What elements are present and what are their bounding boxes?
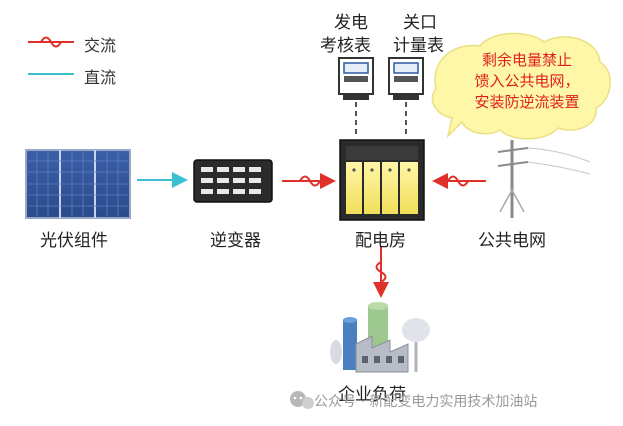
inverter-label: 逆变器 [210, 231, 261, 251]
distribution-room-label: 配电房 [355, 231, 406, 251]
generation-meter-icon [338, 57, 374, 100]
ac-connection-grid-distribution [432, 173, 486, 189]
pv-modules-label: 光伏组件 [40, 231, 108, 251]
callout-bubble [431, 32, 611, 140]
ac-connection-distribution-load [373, 246, 389, 298]
generation-meter-label-line1: 发电 [334, 13, 368, 33]
factory-icon [330, 302, 430, 373]
callout-line3: 安装防逆流装置 [474, 93, 580, 111]
watermark-logo-icon [290, 391, 314, 409]
callout-line1: 剩余电量禁止 [481, 51, 572, 69]
generation-meter-label-line2: 考核表 [320, 36, 371, 56]
public-grid-label: 公共电网 [478, 231, 546, 251]
gateway-meter-label-line2: 计量表 [393, 36, 444, 56]
legend-ac-label: 交流 [84, 36, 117, 55]
distribution-cabinet-icon [339, 139, 425, 221]
inverter-icon [193, 159, 273, 203]
gateway-meter-icon [388, 57, 424, 100]
utility-pole-icon [497, 140, 591, 218]
gateway-meter-label-line1: 关口 [403, 13, 437, 33]
callout-text: 剩余电量禁止 馈入公共电网， 安装防逆流装置 [452, 50, 602, 113]
legend-dc-label: 直流 [84, 68, 117, 87]
legend-ac-symbol [28, 36, 74, 48]
watermark-text: 公众号 · 新配变电力实用技术加油站 [314, 394, 538, 410]
ac-connection-inverter-distribution [282, 173, 336, 189]
enterprise-load-label: 企业负荷 [338, 385, 406, 405]
pv-panel-icon [25, 149, 131, 219]
callout-line2: 馈入公共电网， [474, 72, 580, 90]
